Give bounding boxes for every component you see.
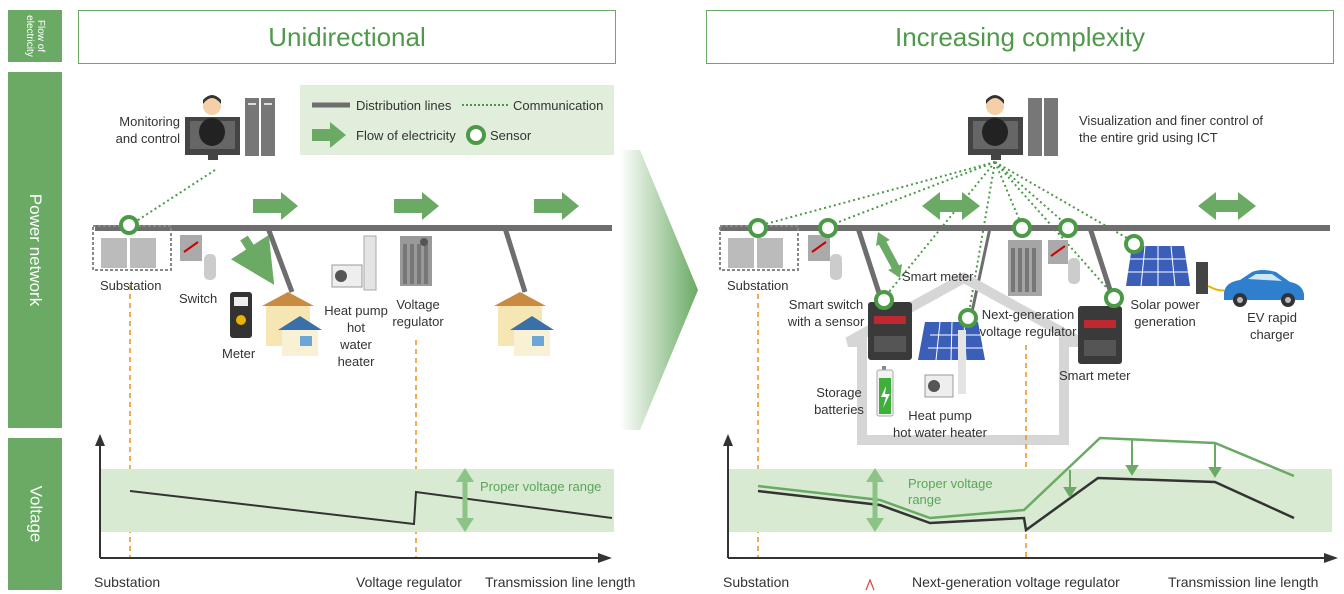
house-outline xyxy=(845,272,1083,445)
smart-meter-icon-2 xyxy=(1078,306,1122,364)
right-substation-icon xyxy=(719,225,799,271)
heat-pump-icon xyxy=(331,235,377,291)
meter-label: Meter xyxy=(222,346,256,361)
smart-switch-icon xyxy=(808,235,842,280)
right-axis-regulator: Next-generation voltage regulator xyxy=(912,574,1120,590)
monitoring-computer-icon xyxy=(185,95,275,160)
left-axis-length: Transmission line length xyxy=(485,574,636,590)
legend-box xyxy=(300,85,614,155)
solar-generation-icon xyxy=(1126,245,1225,294)
heat-pump-label: Heat pump hot water heater xyxy=(324,303,388,369)
correction-arrows xyxy=(1063,440,1222,498)
storage-label: Storage batteries xyxy=(814,385,864,417)
right-heat-pump-label: Heat pump hot water heater xyxy=(893,408,987,440)
left-header: Unidirectional xyxy=(78,10,616,64)
legend-distribution-label: Distribution lines xyxy=(356,98,452,113)
house-icon xyxy=(262,292,322,356)
power-network-label: Power network xyxy=(8,72,62,428)
monitoring-label: Monitoring and control xyxy=(115,114,180,146)
ict-computer-icon xyxy=(968,95,1058,160)
right-axis-substation: Substation xyxy=(723,574,790,590)
smart-meter-top-label: Smart meter xyxy=(902,269,974,284)
caret-mark xyxy=(865,578,875,591)
right-substation-label: Substation xyxy=(727,278,789,293)
legend-flow-label: Flow of electricity xyxy=(356,128,456,143)
right-voltage-green-line xyxy=(757,436,1295,520)
right-axis-length: Transmission line length xyxy=(1168,574,1319,590)
next-gen-regulator-icon xyxy=(1008,240,1042,296)
switch-icon xyxy=(180,235,216,280)
left-substation-icon xyxy=(92,225,172,271)
solar-panel-icon xyxy=(918,321,985,394)
left-substation-sensor-icon xyxy=(119,215,139,235)
ev-charger-label: EV rapid charger xyxy=(1247,310,1297,342)
solar-label: Solar power generation xyxy=(1130,297,1200,329)
battery-icon xyxy=(876,366,894,417)
left-substation-label: Substation xyxy=(100,278,162,293)
right-switch-icon xyxy=(1048,240,1080,284)
legend-sensor-icon xyxy=(466,125,486,145)
transition-arrow xyxy=(620,150,698,430)
house-icon-2 xyxy=(494,292,554,356)
left-axis-regulator: Voltage regulator xyxy=(356,574,462,590)
ev-car-icon xyxy=(1224,270,1304,307)
left-proper-voltage-band xyxy=(100,469,614,532)
legend-sensor-label: Sensor xyxy=(490,128,532,143)
communication-lines xyxy=(757,161,1135,319)
smart-switch-label: Smart switch with a sensor xyxy=(787,297,865,329)
right-header: Increasing complexity xyxy=(706,10,1334,64)
switch-label: Switch xyxy=(179,291,218,306)
legend-communication-label: Communication xyxy=(513,98,604,113)
visualization-label: Visualization and finer control of the e… xyxy=(1079,113,1264,145)
right-voltage-dark-line xyxy=(757,476,1295,533)
right-proper-range-label: Proper voltage range xyxy=(908,476,993,507)
right-heat-pump-icon xyxy=(924,374,954,398)
smart-meter-bottom-label: Smart meter xyxy=(1059,368,1131,383)
voltage-regulator-icon xyxy=(400,236,432,286)
sensor-icons xyxy=(748,218,1144,328)
left-voltage-line xyxy=(129,490,613,526)
flow-of-electricity-label: Flow of electricity xyxy=(8,10,62,62)
right-proper-voltage-band xyxy=(728,469,1332,532)
voltage-label: Voltage xyxy=(8,438,62,590)
left-axis-substation: Substation xyxy=(94,574,161,590)
left-proper-range-label: Proper voltage range xyxy=(480,479,602,494)
meter-icon xyxy=(230,292,252,338)
next-gen-regulator-label: Next-generation voltage regulator xyxy=(979,307,1077,339)
smart-meter-icon xyxy=(868,302,912,360)
voltage-regulator-label: Voltage regulator xyxy=(392,297,444,329)
legend-flow-arrow xyxy=(312,122,346,148)
